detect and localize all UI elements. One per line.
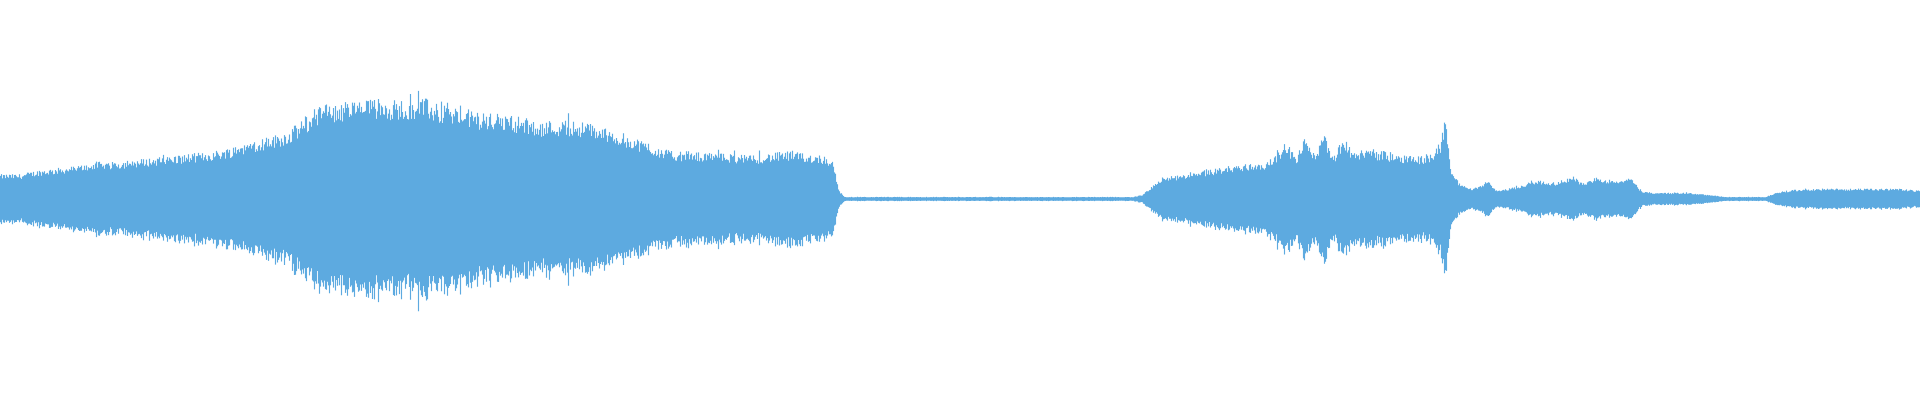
waveform-bars	[0, 90, 1920, 312]
waveform-amplitude-path	[0, 90, 1920, 312]
